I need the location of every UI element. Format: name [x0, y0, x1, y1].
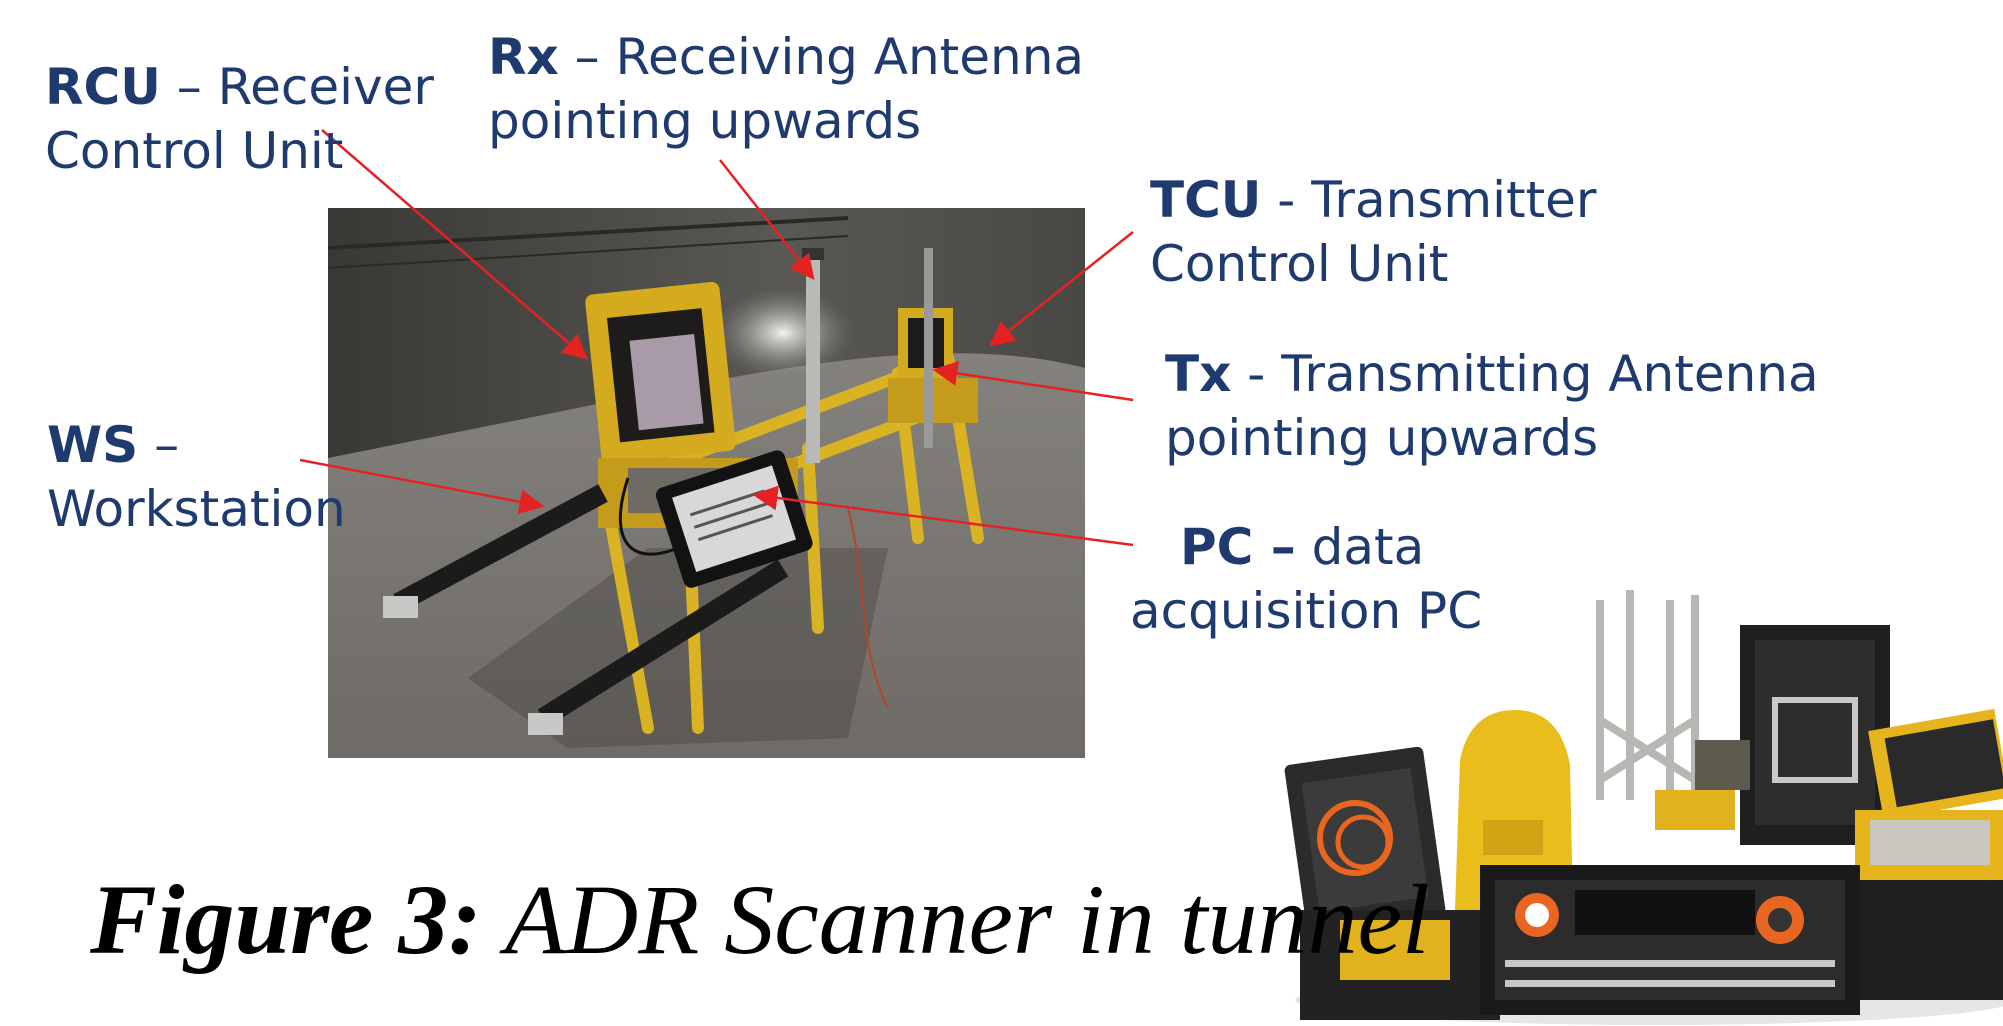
adr-scanner-tunnel-photo: [328, 208, 1085, 758]
pc-abbr: PC –: [1180, 518, 1296, 576]
rcu-label: RCU – Receiver Control Unit: [45, 55, 434, 183]
tcu-abbr: TCU: [1150, 171, 1262, 229]
ws-line1: –: [138, 416, 180, 474]
pc-line2: acquisition PC: [1130, 582, 1483, 640]
pc-label: PC – data acquisition PC: [1130, 515, 1482, 643]
ws-label: WS – Workstation: [47, 413, 346, 541]
tcu-line1: - Transmitter: [1261, 171, 1597, 229]
tcu-label: TCU - Transmitter Control Unit: [1150, 168, 1597, 296]
ws-line2: Workstation: [47, 480, 346, 538]
rcu-line2: Control Unit: [45, 122, 344, 180]
rx-line2: pointing upwards: [488, 92, 922, 150]
tx-line2: pointing upwards: [1165, 409, 1599, 467]
rcu-line1: – Receiver: [160, 58, 434, 116]
rx-line1: – Receiving Antenna: [558, 28, 1085, 86]
rx-label: Rx – Receiving Antenna pointing upwards: [488, 25, 1084, 153]
figure-caption-text: ADR Scanner in tunnel: [481, 864, 1430, 975]
tcu-line2: Control Unit: [1150, 235, 1449, 293]
tx-abbr: Tx: [1165, 345, 1232, 403]
pc-line1: data: [1295, 518, 1425, 576]
figure-caption: Figure 3: ADR Scanner in tunnel: [90, 862, 1430, 977]
adr-equipment-cases-photo: [1255, 580, 2003, 1026]
rx-abbr: Rx: [488, 28, 559, 86]
tx-label: Tx - Transmitting Antenna pointing upwar…: [1165, 342, 1819, 470]
tx-line1: - Transmitting Antenna: [1231, 345, 1819, 403]
ws-abbr: WS: [47, 416, 139, 474]
rcu-abbr: RCU: [45, 58, 161, 116]
figure-caption-number: Figure 3:: [90, 864, 482, 975]
